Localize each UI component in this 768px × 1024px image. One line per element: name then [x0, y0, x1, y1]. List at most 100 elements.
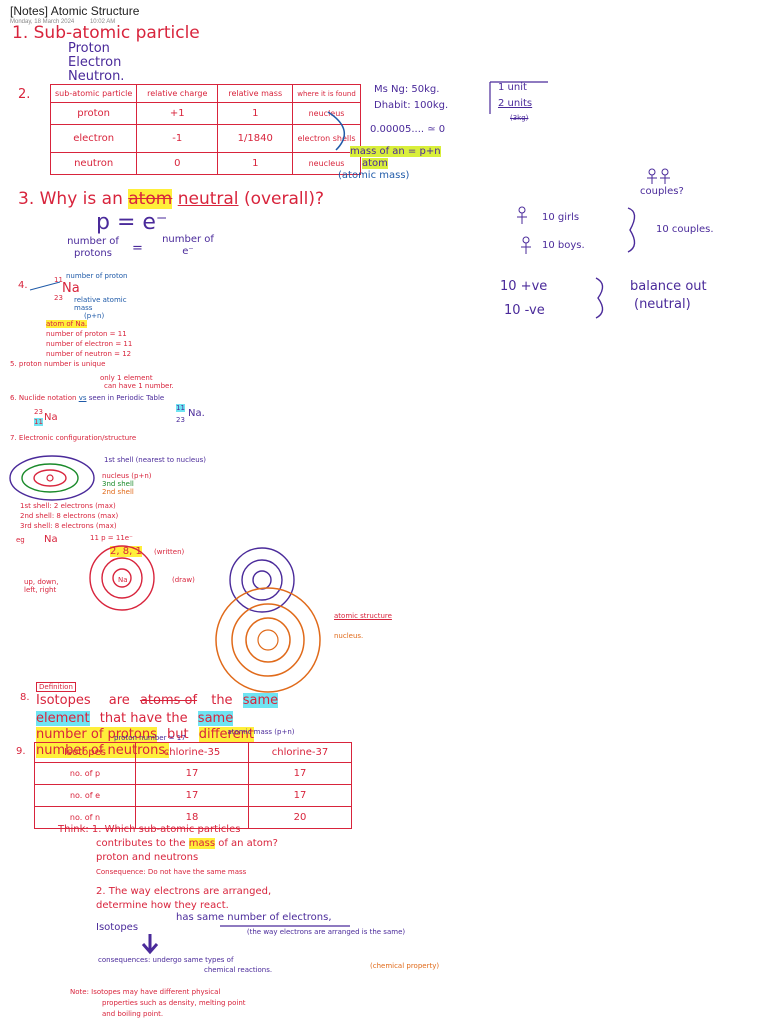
- s9-number: 9.: [16, 746, 26, 757]
- purple-atom-outer: [229, 547, 295, 613]
- think-line2a: contributes to the: [96, 838, 186, 849]
- s8-isotopes: Isotopes: [36, 693, 91, 708]
- page-title: [Notes] Atomic Structure: [10, 4, 140, 18]
- charges-brace: [595, 277, 604, 319]
- ten-positive: 10 +ve: [500, 279, 548, 294]
- page-time: 10:02 AM: [89, 19, 116, 25]
- s4-line-electron: number of electron = 11: [46, 340, 133, 348]
- s6-line: 6. Nuclide notation vs seen in Periodic …: [10, 394, 164, 402]
- balance-out: balance out: [630, 279, 707, 294]
- s5-line: 5. proton number is unique: [10, 360, 106, 368]
- boy-figure-icon: [521, 236, 531, 254]
- think-consequence1: Consequence: Do not have the same mass: [96, 868, 247, 876]
- ms-ng-mass: Ms Ng: 50kg.: [374, 84, 440, 95]
- table-row: Isotopes chlorine-35 chlorine-37: [34, 742, 352, 763]
- s8-but: but: [167, 727, 189, 742]
- s4-note-proton: number of proton: [66, 272, 128, 280]
- s3-heading-post: (overall)?: [243, 189, 324, 209]
- couples-question: couples?: [640, 186, 684, 197]
- s5-only: only 1 element: [100, 374, 153, 382]
- think-same-electrons: has same number of electrons,: [176, 912, 332, 923]
- girl-figure-icon: [517, 206, 527, 224]
- nucleus-dot: [46, 474, 54, 482]
- table-row: no. of e 17 17: [34, 784, 352, 807]
- table-cell: -1: [136, 124, 219, 153]
- s6-post: seen in Periodic Table: [88, 394, 165, 402]
- think-arranged-same: (the way electrons are arranged is the s…: [246, 928, 406, 936]
- s4-line-proton: number of proton = 11: [46, 330, 127, 338]
- mass-formula: mass of an = p+n: [350, 146, 441, 158]
- number-of-protons: number of protons: [67, 236, 119, 259]
- s1-item-electron: Electron: [68, 55, 122, 70]
- dhabit-mass: Dhabit: 100kg.: [374, 100, 449, 111]
- unit-bracket: [489, 81, 548, 114]
- s6-pre: 6. Nuclide notation: [10, 394, 77, 402]
- s8-element: element: [36, 711, 90, 726]
- s1-item-proton: Proton: [68, 41, 110, 56]
- table-cell: no. of n: [34, 806, 136, 829]
- isotope-table: Isotopes chlorine-35 chlorine-37 no. of …: [34, 742, 352, 829]
- s8-number: 8.: [20, 692, 30, 703]
- page-meta: Monday, 18 March 2024 10:02 AM: [10, 19, 129, 25]
- s7-leftright: left, right: [24, 586, 57, 594]
- s8-atoms-of: atoms of: [139, 693, 198, 708]
- s5-can: can have 1 number.: [104, 382, 174, 390]
- s3-heading-neutral: neutral: [177, 189, 239, 209]
- s7-draw: (draw): [172, 576, 195, 584]
- s8-different: different: [198, 727, 254, 742]
- s7-eg: eg: [16, 536, 25, 544]
- mass-formula-text: mass of an = p+n: [350, 146, 441, 157]
- table-row: sub-atomic particle relative charge rela…: [49, 84, 361, 103]
- s8-definition-tag: Definition: [36, 682, 76, 693]
- p-equals-e: p = e⁻: [96, 210, 168, 235]
- s8-are: are: [108, 693, 130, 708]
- s7-atomic-structure: atomic structure: [334, 612, 392, 620]
- table-cell: 20: [248, 806, 352, 829]
- purple-atom-middle: [241, 559, 283, 601]
- na-atom-outer: [89, 545, 155, 611]
- s4-number: 4.: [18, 280, 28, 291]
- s8-same2: same: [197, 711, 234, 726]
- proton-arrow: [29, 281, 61, 291]
- table-cell: neutron: [49, 152, 138, 175]
- think-consequence2b: chemical reactions.: [204, 966, 273, 974]
- think-line3: proton and neutrons: [96, 852, 199, 863]
- s6-na2-sub: 23: [176, 416, 185, 424]
- s7-nucleus-na: Na: [118, 576, 128, 584]
- s6-na1: Na: [44, 412, 58, 423]
- s4-line-neutron: number of neutron = 12: [46, 350, 132, 358]
- na-atom-inner: [112, 568, 132, 588]
- s8-that-have: that have the: [99, 711, 188, 726]
- s4-sub: 23: [54, 294, 63, 302]
- s4-atom: atom of Na.: [46, 320, 88, 328]
- table-cell: 1: [217, 152, 294, 175]
- s7-written: (written): [154, 548, 185, 556]
- down-arrow-icon: [141, 934, 159, 955]
- orange-atom-nucleus: [257, 629, 279, 651]
- s7-cap-second: 2nd shell: 8 electrons (max): [20, 512, 119, 520]
- think-line2c: of an atom?: [218, 838, 278, 849]
- note-line2: properties such as density, melting poin…: [102, 999, 246, 1007]
- couples-brace: [627, 207, 636, 253]
- ten-girls: 10 girls: [542, 212, 580, 223]
- s3-heading-atom: atom: [128, 189, 173, 209]
- s8-same: same: [242, 693, 279, 708]
- think-isotopes: Isotopes: [96, 922, 139, 933]
- s3-heading-pre: 3. Why is an: [18, 189, 123, 209]
- s1-item-neutron: Neutron.: [68, 69, 125, 84]
- think-consequence2c: (chemical property): [370, 962, 440, 970]
- mass-formula-atom-text: atom: [362, 158, 388, 169]
- mass-formula-atom: atom: [362, 158, 388, 170]
- table-cell: neucleus: [292, 152, 361, 175]
- s4-note-pn: (p+n): [84, 312, 105, 320]
- s7-eg-p: 11 p = 11e⁻: [90, 534, 133, 542]
- s6-vs: vs: [78, 394, 87, 402]
- approx-zero: 0.00005.... ≃ 0: [370, 124, 446, 135]
- table-cell: electron: [49, 124, 138, 153]
- note-line3: and boiling point.: [102, 1010, 164, 1018]
- s7-cap-third: 3rd shell: 8 electrons (max): [20, 522, 117, 530]
- s6-na2: Na.: [188, 408, 205, 419]
- brace-arrow: [327, 111, 345, 151]
- s7-config: 2, 8, 1: [110, 546, 142, 558]
